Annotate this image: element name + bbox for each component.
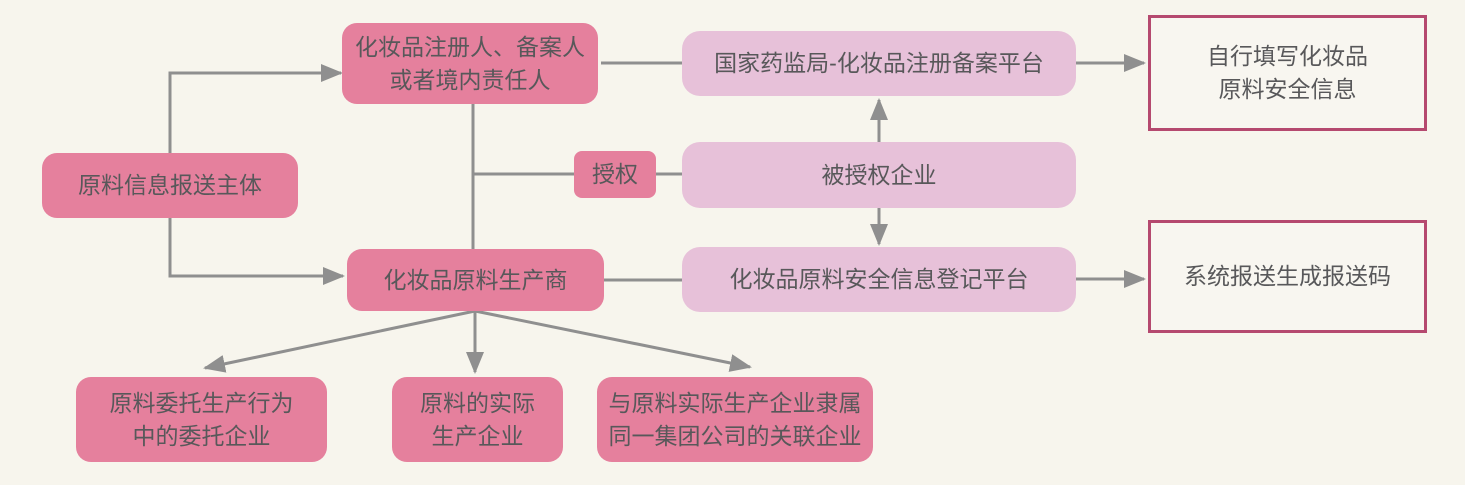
- edge-producer-to-affiliated-company: [474, 309, 752, 372]
- node-nmpa-registration-platform: 国家药监局-化妆品注册备案平台: [682, 31, 1076, 96]
- node-system-generate-report-code: 系统报送生成报送码: [1148, 220, 1427, 333]
- node-self-fill-safety-info: 自行填写化妆品 原料安全信息: [1148, 15, 1427, 131]
- edge-producer-to-entrusted-company: [203, 309, 476, 373]
- node-raw-material-producer: 化妆品原料生产商: [347, 249, 604, 311]
- node-safety-info-registry-platform: 化妆品原料安全信息登记平台: [682, 247, 1076, 312]
- node-authorize-label: 授权: [574, 151, 656, 198]
- node-actual-producer: 原料的实际 生产企业: [392, 377, 563, 462]
- node-entrusted-company: 原料委托生产行为 中的委托企业: [76, 377, 327, 462]
- node-reporting-subject: 原料信息报送主体: [42, 153, 298, 218]
- edge-subject-to-producer: [168, 218, 345, 285]
- edge-subject-to-registrant: [168, 64, 343, 153]
- node-registrant-filer-responsible-person: 化妆品注册人、备案人 或者境内责任人: [342, 23, 598, 104]
- node-affiliated-company: 与原料实际生产企业隶属 同一集团公司的关联企业: [597, 377, 873, 462]
- node-authorized-company: 被授权企业: [682, 142, 1076, 208]
